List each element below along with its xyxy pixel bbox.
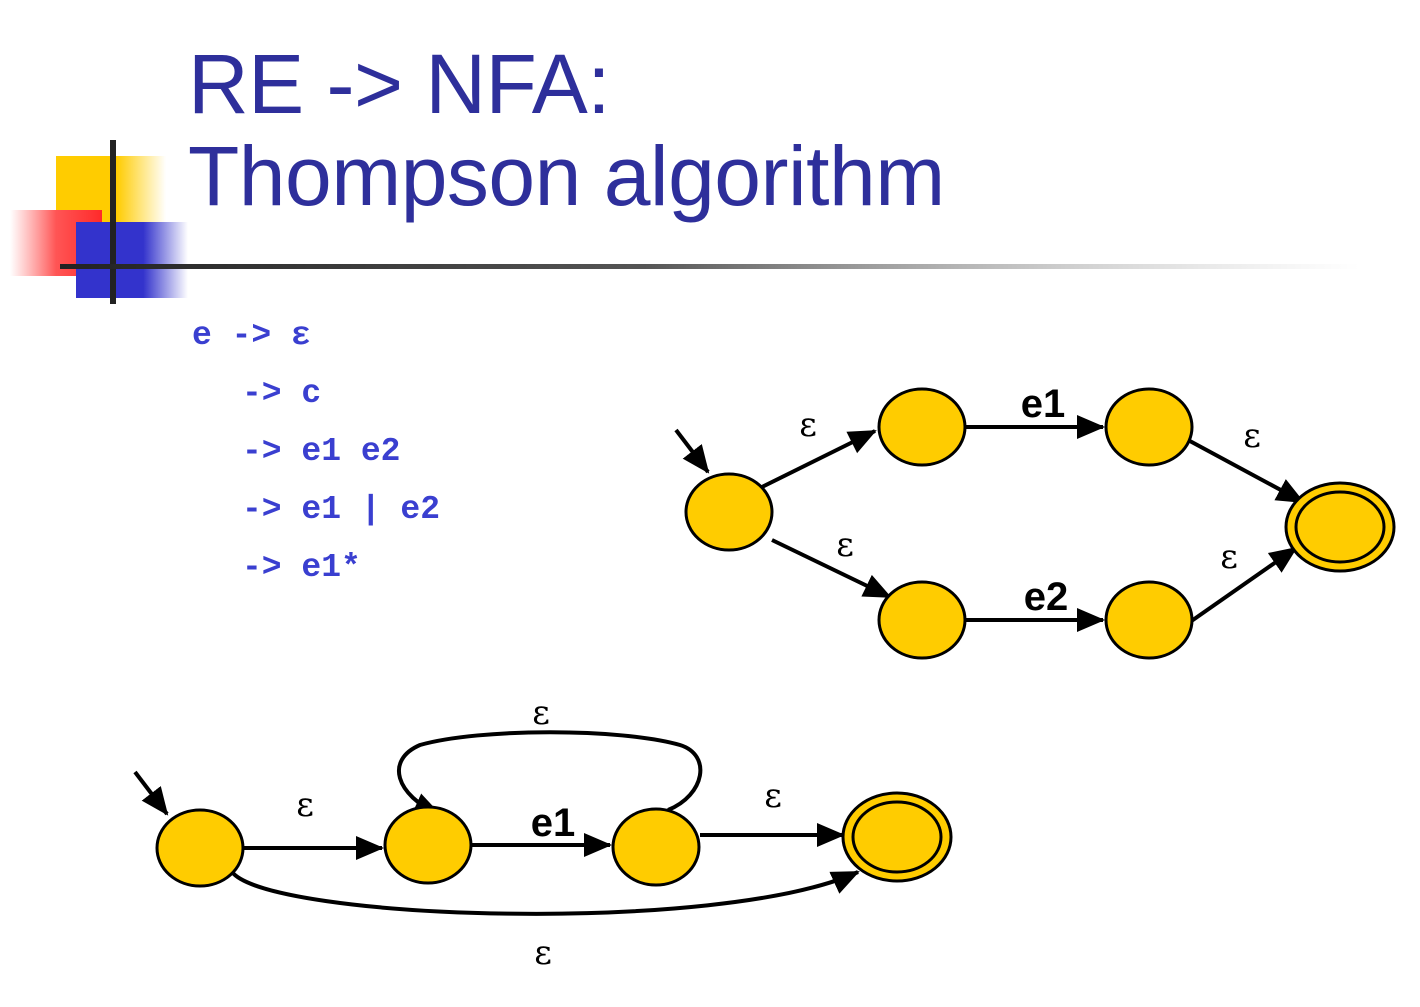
title-underline xyxy=(60,264,1360,269)
label-eps-bottom-out: ε xyxy=(1220,537,1238,577)
grammar-rule-alternation: -> e1 | e2 xyxy=(242,491,441,528)
label-eps-loop: ε xyxy=(532,693,550,733)
slide-title: RE -> NFA: Thompson algorithm xyxy=(188,38,945,222)
grammar-rule-concat: -> e1 e2 xyxy=(242,433,401,470)
state-final-top xyxy=(1284,481,1396,573)
edge-loop-back xyxy=(396,730,703,817)
state-start-top xyxy=(684,472,774,552)
grammar-rule-char: -> c xyxy=(242,375,322,412)
edge-e1-to-final xyxy=(1187,438,1305,504)
start-arrow-top xyxy=(674,428,710,474)
label-eps-top-out: ε xyxy=(1243,416,1261,456)
state-final-bottom-inner xyxy=(851,800,943,874)
deco-vertical-line xyxy=(110,140,116,304)
label-eps-exit: ε xyxy=(764,776,782,816)
state-start-bottom xyxy=(155,808,245,888)
label-eps-bottom-in: ε xyxy=(836,525,854,565)
edge-start-to-e1 xyxy=(761,429,877,489)
state-loop-in xyxy=(383,805,473,885)
state-final-bottom xyxy=(841,791,953,883)
state-e1-in xyxy=(877,387,967,467)
state-e1-out xyxy=(1104,387,1194,467)
label-eps-enter: ε xyxy=(296,785,314,825)
title-line-1: RE -> NFA: xyxy=(188,37,611,131)
state-e2-out xyxy=(1104,580,1194,660)
grammar-rule-epsilon: e -> ε xyxy=(192,317,311,354)
corner-decoration xyxy=(10,140,1360,304)
state-final-top-inner xyxy=(1294,490,1386,564)
label-eps-skip: ε xyxy=(534,933,552,973)
label-star-e1: e1 xyxy=(531,801,576,845)
edge-start-to-e2 xyxy=(771,538,892,599)
state-e2-in xyxy=(877,580,967,660)
title-line-2: Thompson algorithm xyxy=(188,129,945,223)
grammar-rules: e -> ε -> c -> e1 e2 -> e1 | e2 -> e1* xyxy=(192,314,440,604)
state-loop-out xyxy=(611,807,701,887)
label-eps-top-in: ε xyxy=(799,405,817,445)
edge-skip xyxy=(230,870,860,916)
grammar-rule-star: -> e1* xyxy=(242,549,361,586)
edge-e2-to-final xyxy=(1188,546,1298,624)
label-e1: e1 xyxy=(1021,382,1066,426)
start-arrow-bottom xyxy=(133,770,169,816)
label-e2: e2 xyxy=(1024,575,1069,619)
deco-blue-square xyxy=(76,222,188,298)
